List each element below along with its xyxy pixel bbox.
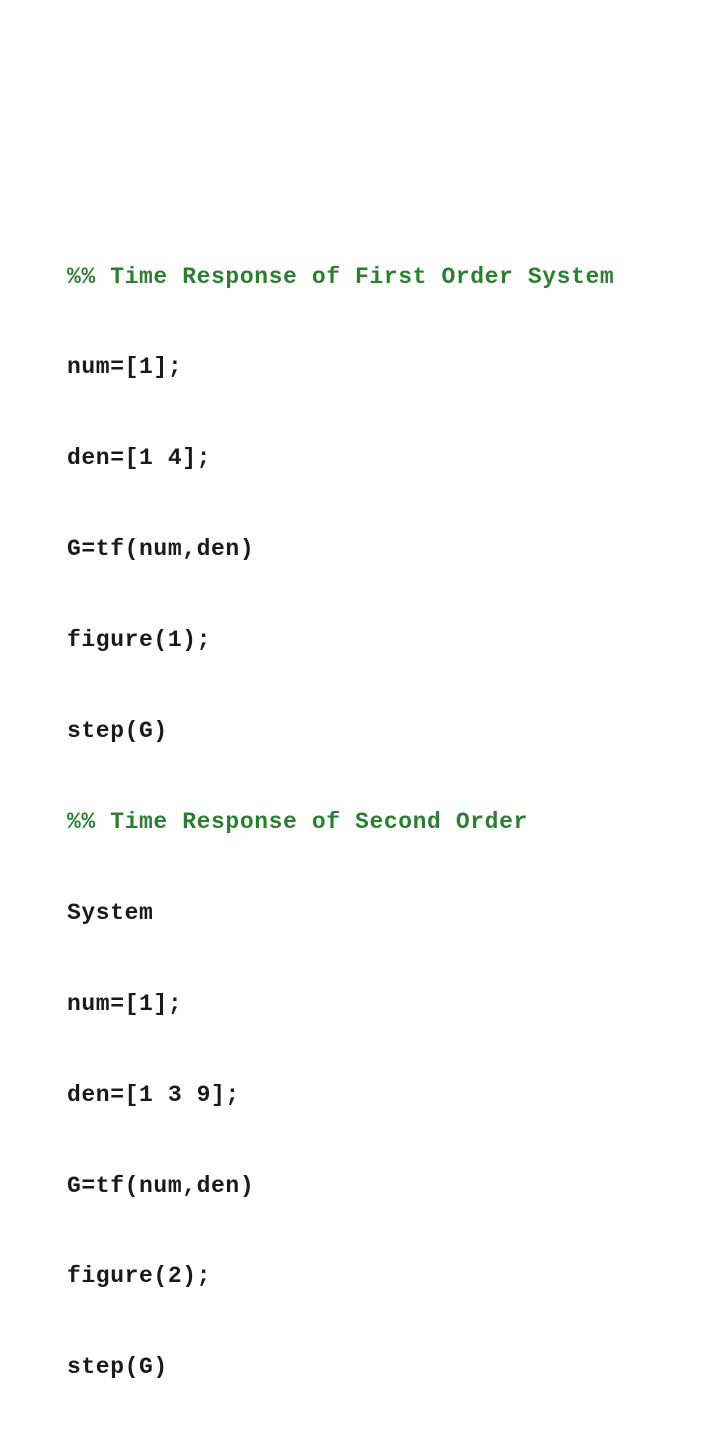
code-line-num-1: num=[1]; [67,354,183,381]
code-line-comment-second-order: %% Time Response of Second Order [67,808,528,835]
code-line-num-2: num=[1]; [67,990,183,1017]
code-line-comment-first-order: %% Time Response of First Order System [67,263,615,290]
code-line-step-1: step(G) [67,718,168,745]
code-line-tf-1: G=tf(num,den) [67,536,255,563]
code-line-figure-1: figure(1); [67,627,212,654]
matlab-code-block: %% Time Response of First Order System n… [67,201,614,1443]
code-line-figure-2: figure(2); [67,1263,212,1290]
code-line-den-2: den=[1 3 9]; [67,1081,240,1108]
code-line-step-2: step(G) [67,1354,168,1381]
code-line-tf-2: G=tf(num,den) [67,1172,255,1199]
code-line-system: System [67,899,154,926]
document-page: %% Time Response of First Order System n… [67,263,614,1381]
code-line-den-1: den=[1 4]; [67,445,212,472]
